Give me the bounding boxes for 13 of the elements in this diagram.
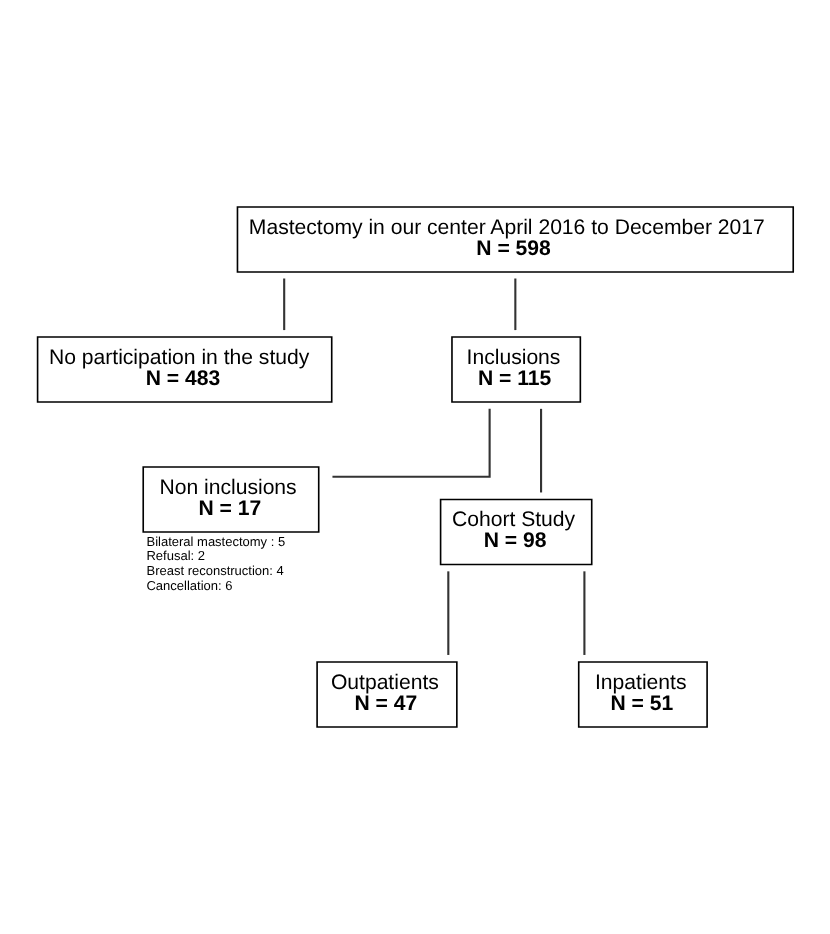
node-box: Mastectomy in our center April 2016 to December 2017 N = 598	[236, 206, 795, 273]
node-box: No participation in the study N = 483	[36, 336, 333, 403]
connector	[447, 571, 450, 655]
connector	[514, 278, 517, 331]
connector	[283, 278, 286, 331]
node-box: Inclusions N = 115	[451, 336, 582, 403]
node-box: Outpatients N = 47	[316, 661, 458, 728]
connector	[540, 408, 543, 493]
connector	[332, 408, 491, 478]
node-box: Cohort Study N = 98	[439, 498, 593, 566]
node-box: Inpatients N = 51	[577, 661, 708, 728]
node-box: Non inclusions N = 17	[142, 466, 320, 533]
connector	[583, 571, 586, 655]
